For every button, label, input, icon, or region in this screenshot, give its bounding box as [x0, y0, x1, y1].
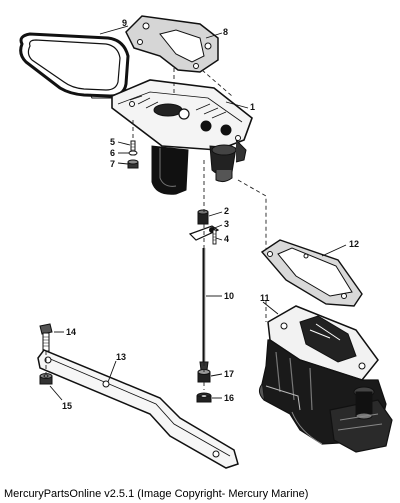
callout-17: 17	[224, 369, 234, 379]
part-14-bolt	[39, 323, 53, 352]
callout-3: 3	[224, 219, 229, 229]
callout-11: 11	[260, 293, 270, 303]
callout-10: 10	[224, 291, 234, 301]
callout-7: 7	[110, 159, 115, 169]
callout-12: 12	[349, 239, 359, 249]
callout-16: 16	[224, 393, 234, 403]
part-13-shift-link	[37, 349, 239, 469]
copyright-caption: MercuryPartsOnline v2.5.1 (Image Copyrig…	[4, 488, 309, 500]
leader-lines	[49, 25, 347, 401]
callout-15: 15	[62, 401, 72, 411]
callout-labels: 9 8 1 5 6 7 2 3 4 10 12 11 14 13 15 17 1…	[62, 18, 359, 411]
part-10-shift-shaft	[199, 248, 209, 371]
part-11-gear-housing	[258, 305, 393, 453]
part-12-gasket	[260, 239, 363, 307]
callout-13: 13	[116, 352, 126, 362]
callout-4: 4	[224, 234, 229, 244]
callout-14: 14	[66, 327, 76, 337]
part-9-seal	[19, 32, 130, 99]
callout-1: 1	[250, 102, 255, 112]
part-15-nut	[39, 373, 53, 385]
part-4-screw	[212, 229, 217, 245]
part-8-gasket	[125, 15, 219, 73]
part-1-adaptor-plate	[111, 79, 253, 195]
part-16-seal	[196, 392, 212, 403]
callout-5: 5	[110, 137, 115, 147]
part-6-washer	[128, 150, 138, 156]
callout-8: 8	[223, 27, 228, 37]
alignment-lines	[45, 68, 267, 390]
part-2-bushing	[197, 209, 209, 225]
part-7-nut	[127, 159, 139, 169]
callout-2: 2	[224, 206, 229, 216]
callout-9: 9	[122, 18, 127, 28]
callout-6: 6	[110, 148, 115, 158]
